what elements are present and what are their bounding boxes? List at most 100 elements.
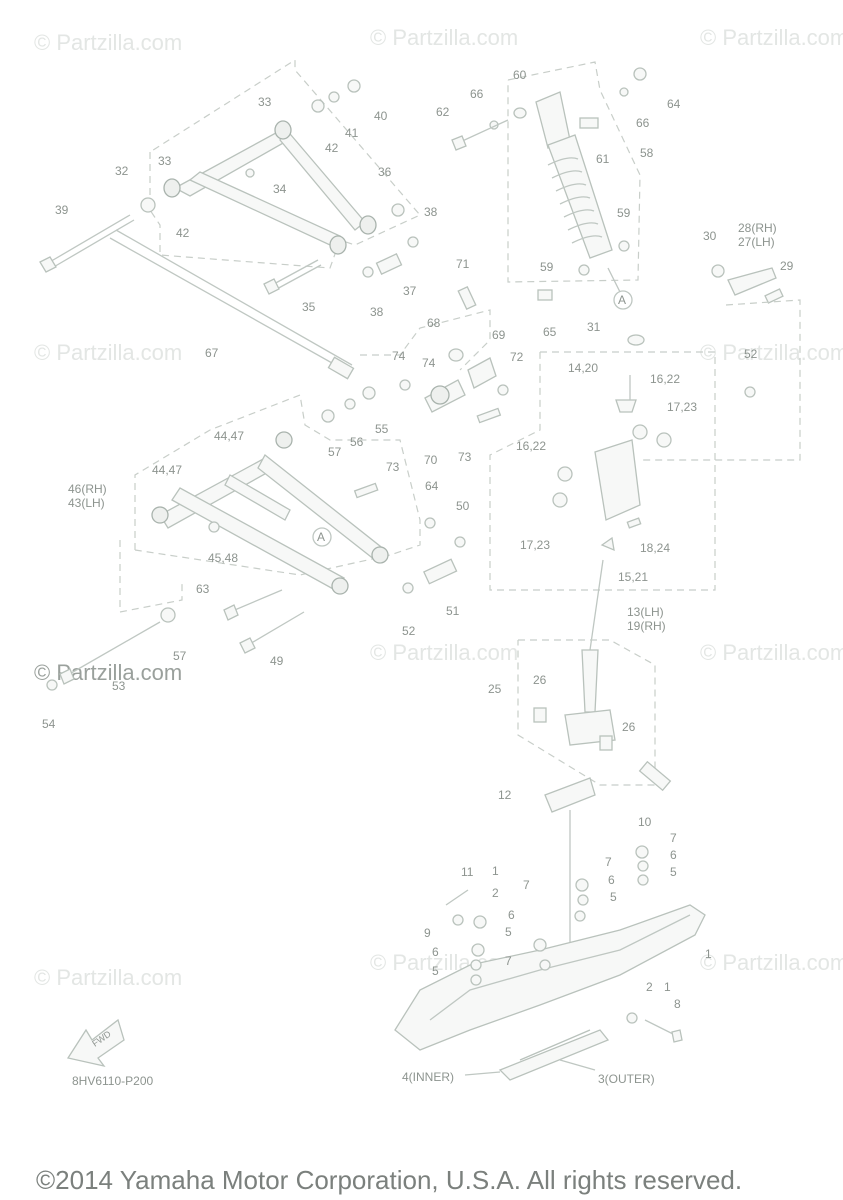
callout: 29 [780,259,794,273]
collar [375,253,403,275]
nut [497,384,509,396]
nut [46,679,58,691]
watermark: © Partzilla.com [34,340,182,365]
bolt-shaft [65,621,161,677]
washer [637,860,649,872]
bolt [353,482,379,499]
nut [347,79,361,93]
washer [744,386,756,398]
callout: 70 [424,453,438,467]
callout: 37 [403,284,417,298]
spring-seat [579,117,599,129]
dashed-group-outline [507,61,641,283]
callout: 1 [705,947,712,961]
dashed-leader [119,540,183,613]
collar [618,240,630,252]
ski-runner-inner [519,1029,591,1061]
washer [321,409,335,423]
bolt-head [223,604,239,621]
callout: 33 [158,154,172,168]
ski-edge [429,914,691,1021]
collar [513,107,527,119]
callout: 7 [605,855,612,869]
washer [407,236,419,248]
washer [362,266,374,278]
callout: 17,23 [520,538,550,552]
bushing [329,235,347,255]
linkage-group [353,285,509,499]
lower-a-arm-group [46,386,466,691]
callout: 41 [345,126,359,140]
watermark: © Partzilla.com [700,340,843,365]
callout: 16,22 [516,439,546,453]
callout: 45,48 [208,551,238,565]
dashed-leader [640,299,801,461]
collar [537,289,553,301]
grease-nipple [245,168,255,178]
shock-absorber-group [451,61,647,310]
bolt-shaft [644,1019,676,1036]
bolt [457,285,477,311]
callout: 5 [610,890,617,904]
callout: 19(RH) [627,619,666,633]
nut [399,379,411,391]
callout: 34 [273,182,287,196]
cap [627,334,645,346]
rod-edge [115,229,353,366]
callout: 5 [505,925,512,939]
bolt [626,517,642,529]
bolt-head [39,256,57,273]
callout: 66 [470,87,484,101]
callout: 50 [456,499,470,513]
steering-arm-group [640,264,801,461]
bushing-top [615,399,637,413]
washer [402,582,414,594]
callout: 72 [510,350,524,364]
callout: 7 [505,954,512,968]
callout: 28(RH) [738,221,777,235]
steering-arm [727,267,777,296]
callout: 8 [674,997,681,1011]
bushing-bottom [600,536,615,552]
callout: 74 [422,356,436,370]
callout: 74 [392,349,406,363]
callout: 44,47 [214,429,244,443]
leader-line [607,267,621,293]
washer [637,874,649,886]
nut [471,943,485,957]
callout: 16,22 [650,372,680,386]
callout: 6 [608,873,615,887]
callout: 33 [258,95,272,109]
callout: 1 [664,980,671,994]
callout: 7 [670,831,677,845]
nut [633,67,647,81]
callout: 3(OUTER) [598,1072,655,1086]
bushing [632,424,648,440]
callout: 54 [42,717,56,731]
dashed-group-outline [517,639,656,786]
leader-line [559,1059,596,1071]
washer [454,536,466,548]
callout: 55 [375,422,389,436]
bushing [448,348,464,362]
callout: 38 [424,205,438,219]
grease-nipple [208,521,220,533]
bushing [163,178,181,198]
callout: 25 [488,682,502,696]
watermark: © Partzilla.com [34,30,182,55]
bushing [274,120,292,140]
leader-line [464,1071,501,1076]
callout: 2 [646,980,653,994]
center-line [589,559,604,651]
callout: 9 [424,926,431,940]
bushing [371,546,389,564]
ski-saddle [544,777,596,813]
shock-spring [547,157,603,244]
callout: 52 [402,624,416,638]
washer [140,197,156,213]
callout: A [618,293,626,307]
lower-arm-brace [224,474,291,521]
callout: 42 [176,226,190,240]
callout: 51 [446,604,460,618]
